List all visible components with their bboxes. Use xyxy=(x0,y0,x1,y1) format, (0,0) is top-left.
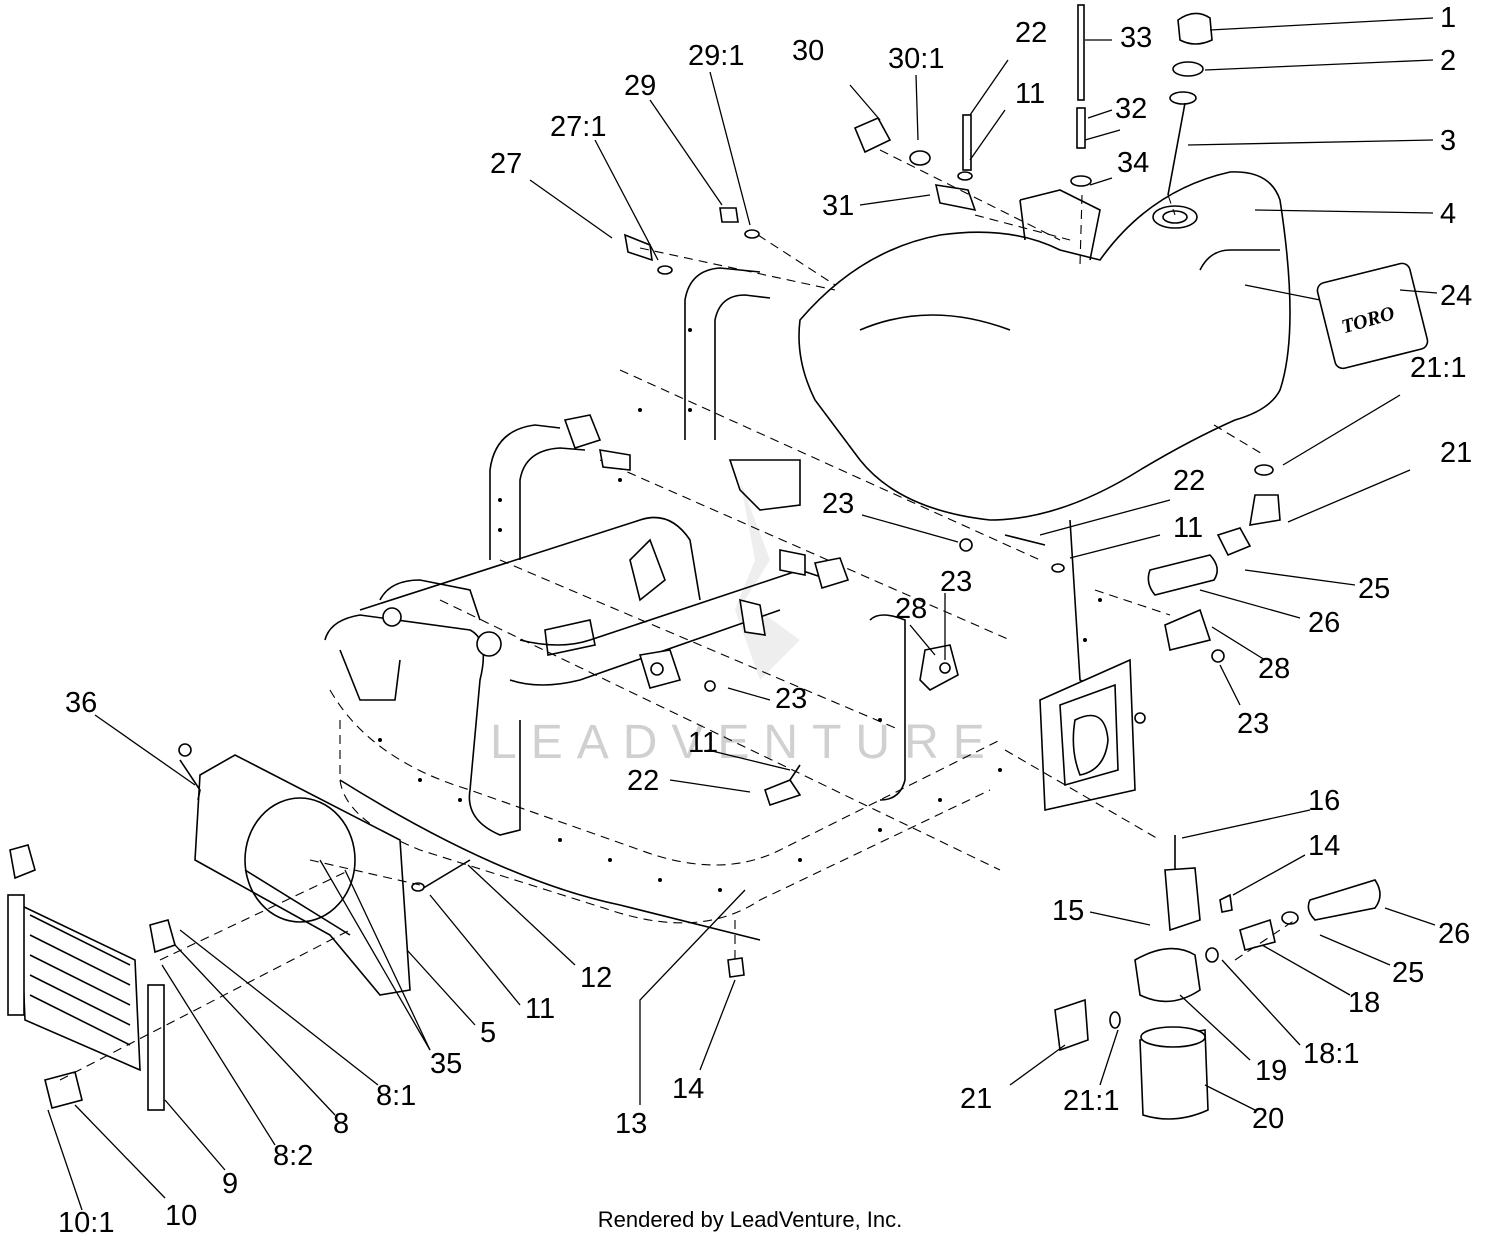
callout-33: 33 xyxy=(1120,22,1152,54)
callout-22-mid: 22 xyxy=(627,765,659,797)
callout-25-top: 25 xyxy=(1358,573,1390,605)
toro-decal: TORO xyxy=(1316,262,1429,370)
leader-lines xyxy=(47,17,1438,1211)
callout-28-right: 28 xyxy=(1258,653,1290,685)
callout-5: 5 xyxy=(480,1017,496,1049)
callout-2: 2 xyxy=(1440,45,1456,77)
fuel-cap xyxy=(1167,12,1213,196)
oil-cooler-assembly xyxy=(7,743,411,1111)
callout-10-1: 10:1 xyxy=(58,1207,114,1239)
callout-23-lower: 23 xyxy=(775,683,807,715)
fuel-tank xyxy=(798,171,1291,521)
center-hardware xyxy=(704,534,1065,807)
callout-14-bottom: 14 xyxy=(672,1073,704,1105)
callout-11-bottom: 11 xyxy=(525,993,555,1025)
callout-labels: 1 2 3 4 24 21:1 21 25 26 28 23 22 11 33 … xyxy=(58,2,1472,1239)
frame-assembly xyxy=(324,267,1146,924)
callout-23-right: 23 xyxy=(1237,708,1269,740)
callout-23-mid: 23 xyxy=(940,566,972,598)
callout-11-right: 11 xyxy=(1173,512,1203,544)
callout-11-mid: 11 xyxy=(688,727,718,759)
rendered-by-credit: Rendered by LeadVenture, Inc. xyxy=(597,1207,903,1232)
callout-15: 15 xyxy=(1052,895,1084,927)
callout-21-1-bottom: 21:1 xyxy=(1063,1085,1119,1117)
tank-outlet-hose xyxy=(1147,464,1281,663)
callout-30: 30 xyxy=(792,35,824,67)
callout-8-1: 8:1 xyxy=(376,1080,416,1112)
callout-8: 8 xyxy=(333,1108,349,1140)
callout-29-1: 29:1 xyxy=(688,40,744,72)
assembly-lines xyxy=(59,149,1296,1081)
callout-26-top: 26 xyxy=(1308,607,1340,639)
callout-34: 34 xyxy=(1117,147,1149,179)
callout-20: 20 xyxy=(1252,1103,1284,1135)
watermark-text: LEADVENTURE xyxy=(490,716,999,769)
callout-21-1-top: 21:1 xyxy=(1410,352,1466,384)
callout-22-right: 22 xyxy=(1173,465,1205,497)
callout-18-1: 18:1 xyxy=(1303,1038,1359,1070)
callout-13: 13 xyxy=(615,1108,647,1140)
callout-35: 35 xyxy=(430,1048,462,1080)
callout-36: 36 xyxy=(65,687,97,719)
callout-8-2: 8:2 xyxy=(273,1140,313,1172)
callout-19: 19 xyxy=(1255,1055,1287,1087)
callout-25-bottom: 25 xyxy=(1392,957,1424,989)
callout-27-1: 27:1 xyxy=(550,111,606,143)
callout-23-center: 23 xyxy=(822,488,854,520)
callout-4: 4 xyxy=(1440,198,1456,230)
callout-31: 31 xyxy=(822,190,854,222)
bottom-panel xyxy=(339,779,761,978)
fittings-top xyxy=(623,114,977,275)
callout-28-mid: 28 xyxy=(895,593,927,625)
callout-18: 18 xyxy=(1348,987,1380,1019)
callout-11-top: 11 xyxy=(1015,78,1045,110)
callout-3: 3 xyxy=(1440,125,1456,157)
callout-26-bottom: 26 xyxy=(1438,918,1470,950)
callout-21-top: 21 xyxy=(1440,437,1472,469)
callout-30-1: 30:1 xyxy=(888,43,944,75)
callout-12: 12 xyxy=(580,962,612,994)
callout-24: 24 xyxy=(1440,280,1472,312)
callout-32: 32 xyxy=(1115,93,1147,125)
callout-29: 29 xyxy=(624,70,656,102)
callout-10: 10 xyxy=(165,1200,197,1232)
callout-21-bottom: 21 xyxy=(960,1083,992,1115)
callout-1: 1 xyxy=(1440,2,1456,34)
callout-14-right: 14 xyxy=(1308,830,1340,862)
filter-assembly xyxy=(1054,835,1381,1120)
callout-9: 9 xyxy=(222,1168,238,1200)
callout-27: 27 xyxy=(490,148,522,180)
dipstick-tube xyxy=(1070,4,1092,187)
callout-22-top: 22 xyxy=(1015,17,1047,49)
callout-16: 16 xyxy=(1308,785,1340,817)
